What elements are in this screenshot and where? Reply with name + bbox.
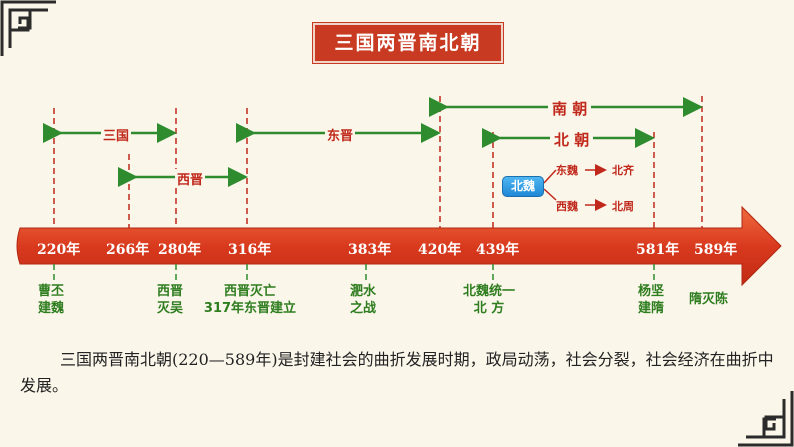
- label-beichao: 北 朝: [550, 129, 594, 150]
- event-439: 北魏统一 北 方: [463, 283, 515, 317]
- year-220: 220年: [37, 242, 81, 258]
- badge-beiwei: 北魏: [502, 176, 544, 197]
- label-xiwei: 西魏: [556, 200, 578, 213]
- event-581-line2: 建隋: [638, 301, 665, 316]
- label-xijin: 西晋: [175, 169, 206, 188]
- event-220-line1: 曹丕: [38, 284, 65, 299]
- corner-ornament-top-left: [0, 0, 56, 56]
- event-439-line2: 北 方: [473, 301, 505, 316]
- summary-paragraph: 三国两晋南北朝(220—589年)是封建社会的曲折发展时期，政局动荡，社会分裂，…: [20, 350, 774, 395]
- year-280: 280年: [158, 242, 202, 258]
- label-nanchao: 南 朝: [548, 98, 592, 119]
- label-beizhou: 北周: [612, 200, 634, 213]
- event-316-line1: 西晋灭亡: [223, 284, 276, 299]
- event-316-line2: 317年东晋建立: [203, 301, 297, 316]
- year-439: 439年: [476, 242, 520, 258]
- event-280: 西晋 灭吴: [157, 283, 183, 317]
- event-581-line1: 杨坚: [638, 284, 665, 299]
- label-dongwei: 东魏: [556, 164, 578, 177]
- event-280-line2: 灭吴: [157, 301, 184, 316]
- event-383: 淝水 之战: [350, 283, 376, 317]
- year-589: 589年: [694, 242, 738, 258]
- event-316: 西晋灭亡 317年东晋建立: [200, 283, 300, 317]
- event-280-line1: 西晋: [157, 284, 184, 299]
- year-266: 266年: [106, 242, 150, 258]
- year-581: 581年: [636, 242, 680, 258]
- event-383-line2: 之战: [350, 301, 377, 316]
- year-420: 420年: [418, 242, 462, 258]
- label-beiqi: 北齐: [612, 164, 634, 177]
- label-sanguo: 三国: [101, 125, 132, 144]
- event-383-line1: 淝水: [350, 284, 377, 299]
- slide-title: 三国两晋南北朝: [313, 23, 503, 63]
- label-dongjin: 东晋: [325, 125, 356, 144]
- event-220-line2: 建魏: [38, 301, 65, 316]
- year-316: 316年: [228, 242, 272, 258]
- split-line-down: [543, 188, 557, 201]
- corner-ornament-bottom-right: [738, 391, 794, 447]
- event-581: 杨坚 建隋: [638, 283, 664, 317]
- timeline-arrow: [16, 205, 782, 287]
- event-220: 曹丕 建魏: [38, 283, 64, 317]
- event-439-line1: 北魏统一: [463, 284, 516, 299]
- event-589-line1: 隋灭陈: [689, 292, 729, 307]
- year-383: 383年: [348, 242, 392, 258]
- event-589: 隋灭陈: [689, 291, 728, 308]
- split-line-up: [543, 169, 557, 184]
